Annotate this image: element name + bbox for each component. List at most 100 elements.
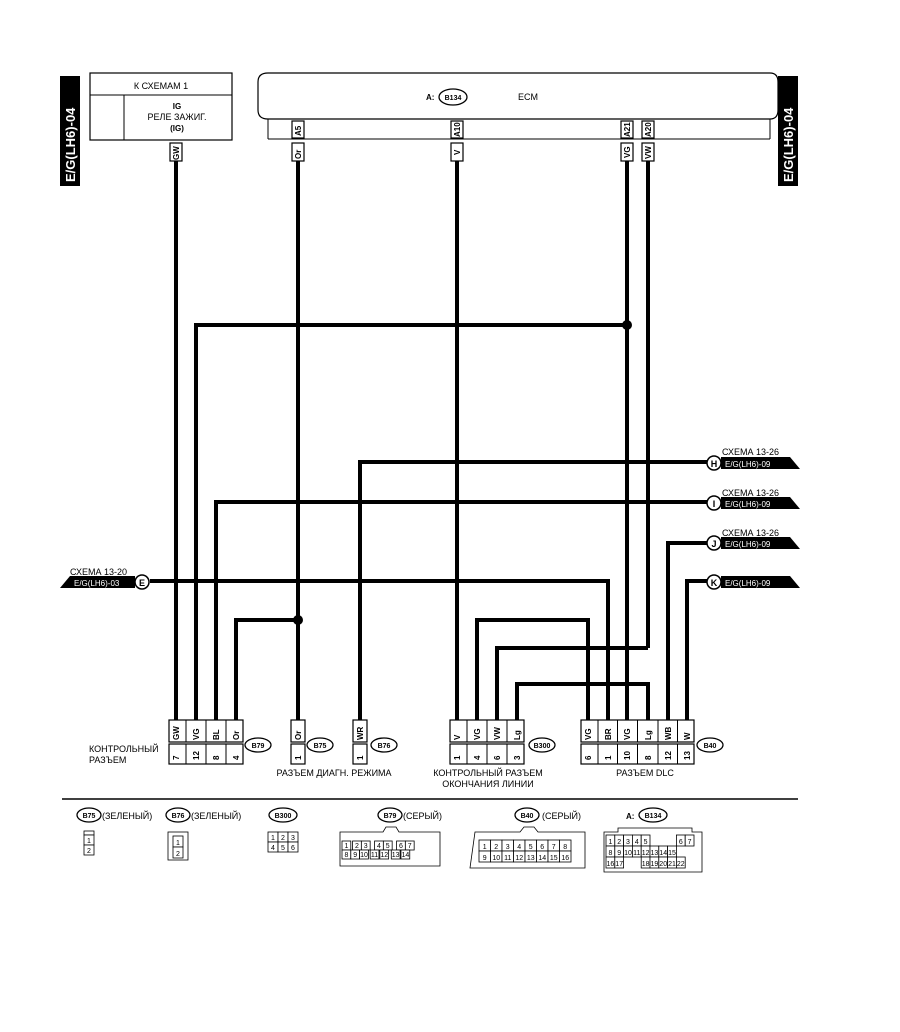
ignition-relay-label: РЕЛЕ ЗАЖИГ.	[148, 112, 207, 122]
ecm-box: A: B134 ECM	[257, 72, 779, 140]
ecm-pin-a20: A20 VW	[641, 120, 655, 162]
ecm-pin-a10: A10 V	[450, 120, 464, 162]
ecm-pin-a21: A21 VG	[620, 120, 634, 162]
pin-number-b40-6: 6	[584, 755, 593, 760]
pin-number-b40-1: 1	[604, 755, 613, 760]
b300-label-line1: КОНТРОЛЬНЫЙ РАЗЪЕМ	[433, 767, 542, 778]
pin-number-b40-8: 8	[644, 755, 653, 760]
offpage-e: СХЕМА 13-20 E/G(LH6)-03 E	[60, 567, 150, 590]
legend-b40-grid-cell-13: 13	[527, 855, 535, 862]
legend-b40-grid-cell-14: 14	[538, 855, 546, 862]
ignition-relay-box: К СХЕМАМ 1 IG РЕЛЕ ЗАЖИГ. (IG)	[89, 72, 233, 141]
connector-b75-oval	[306, 737, 334, 753]
legend-b75-grid-cell-2: 2	[87, 848, 91, 855]
svg-text:VG: VG	[623, 146, 632, 158]
legend-b79-grid-cell-2: 2	[355, 843, 359, 850]
legend-b300-grid-cell-2: 2	[281, 835, 285, 842]
svg-text:A5: A5	[294, 125, 303, 136]
offpage-i-target: E/G(LH6)-09	[725, 500, 771, 509]
connector-b79-oval	[244, 737, 272, 753]
svg-text:B40: B40	[521, 813, 534, 820]
legend-b79-grid-cell-10: 10	[360, 852, 368, 859]
legend-b300-grid-cell-6: 6	[291, 845, 295, 852]
offpage-e-ref: СХЕМА 13-20	[70, 567, 127, 577]
offpage-e-target: E/G(LH6)-03	[74, 579, 120, 588]
ecm-prefix: A:	[426, 93, 434, 102]
pin-number-b40-12: 12	[664, 751, 673, 760]
offpage-h: СХЕМА 13-26 H E/G(LH6)-09	[706, 447, 800, 471]
legend-b79: B79 (СЕРЫЙ)	[377, 807, 442, 823]
svg-text:B75: B75	[83, 813, 96, 820]
svg-text:B134: B134	[645, 813, 662, 820]
legend-b40-grid-cell-9: 9	[483, 855, 487, 862]
legend-b76: B76 (ЗЕЛЕНЫЙ)	[165, 807, 241, 823]
legend-b300-grid-cell-3: 3	[291, 835, 295, 842]
pin-color-b40-8: Lg	[644, 730, 653, 740]
connector-b79-id: B79	[252, 743, 265, 750]
pin-color-b300-6: VW	[493, 727, 502, 740]
legend-b79-grid-cell-5: 5	[386, 843, 390, 850]
legend-b134-grid-cell-17: 17	[615, 861, 623, 868]
legend-b134-grid-cell-20: 20	[659, 861, 667, 868]
offpage-i: СХЕМА 13-26 I E/G(LH6)-09	[706, 488, 800, 511]
pin-color-b40-12: WB	[664, 726, 673, 740]
pin-color-b300-1: V	[453, 734, 462, 740]
legend-b40-grid-cell-5: 5	[529, 844, 533, 851]
legend-b40-grid-cell-7: 7	[552, 844, 556, 851]
legend-b134-grid-cell-18: 18	[642, 861, 650, 868]
offpage-k: K E/G(LH6)-09	[706, 574, 800, 590]
svg-text:(СЕРЫЙ): (СЕРЫЙ)	[403, 810, 442, 821]
connector-b40-oval	[696, 737, 724, 753]
legend-b40-grid-cell-3: 3	[506, 844, 510, 851]
offpage-h-target: E/G(LH6)-09	[725, 460, 771, 469]
legend-b40: B40 (СЕРЫЙ)	[514, 807, 581, 823]
legend-b134-grid-cell-4: 4	[635, 839, 639, 846]
legend-b134-grid-cell-13: 13	[651, 850, 659, 857]
offpage-j: СХЕМА 13-26 J E/G(LH6)-09	[706, 528, 800, 551]
pin-color-b79-7: GW	[172, 726, 181, 740]
connector-b75-id: B75	[314, 743, 327, 750]
legend-b79-grid-cell-6: 6	[399, 843, 403, 850]
svg-text:GW: GW	[172, 146, 181, 160]
legend-b79-grid-cell-1: 1	[344, 843, 348, 850]
offpage-i-letter: I	[713, 499, 716, 509]
pin-number-b75-1: 1	[294, 755, 303, 760]
legend-b75-grid: 12	[83, 834, 95, 856]
pin-number-b300-1: 1	[453, 755, 462, 760]
connector-b76-id: B76	[378, 743, 391, 750]
legend-b79-grid-cell-9: 9	[353, 852, 357, 859]
legend-b79-grid-cell-3: 3	[364, 843, 368, 850]
legend-b79-grid-cell-11: 11	[371, 852, 378, 859]
legend-b40-grid-cell-11: 11	[504, 855, 511, 862]
pin-color-b40-10: VG	[623, 728, 632, 740]
legend-b300-grid-cell-4: 4	[271, 845, 275, 852]
pin-number-b300-4: 4	[473, 755, 482, 760]
pin-color-b300-4: VG	[473, 728, 482, 740]
pin-number-b40-13: 13	[683, 751, 692, 760]
offpage-h-ref: СХЕМА 13-26	[722, 447, 779, 457]
legend-b300: B300	[268, 807, 298, 823]
offpage-e-letter: E	[139, 578, 145, 588]
legend-b76-grid-cell-2: 2	[176, 851, 180, 858]
pin-color-b40-1: BR	[604, 728, 613, 740]
legend-b300-grid-cell-1: 1	[271, 835, 275, 842]
legend-b134-grid-cell-9: 9	[617, 850, 621, 857]
legend-b134-grid-cell-19: 19	[651, 861, 659, 868]
svg-text:A21: A21	[623, 122, 632, 137]
offpage-j-letter: J	[711, 539, 716, 549]
b300-label-line2: ОКОНЧАНИЯ ЛИНИИ	[442, 779, 533, 789]
ignition-ig-paren: (IG)	[170, 124, 184, 133]
legend-b40-grid-cell-1: 1	[483, 844, 487, 851]
ecm-pin-a5: A5 Or	[291, 120, 305, 162]
legend-b40-grid-cell-16: 16	[561, 855, 569, 862]
pin-number-b79-12: 12	[192, 751, 201, 760]
pin-color-b40-6: VG	[584, 728, 593, 740]
pin-number-b79-7: 7	[172, 755, 181, 760]
connector-b300-id: B300	[534, 743, 551, 750]
